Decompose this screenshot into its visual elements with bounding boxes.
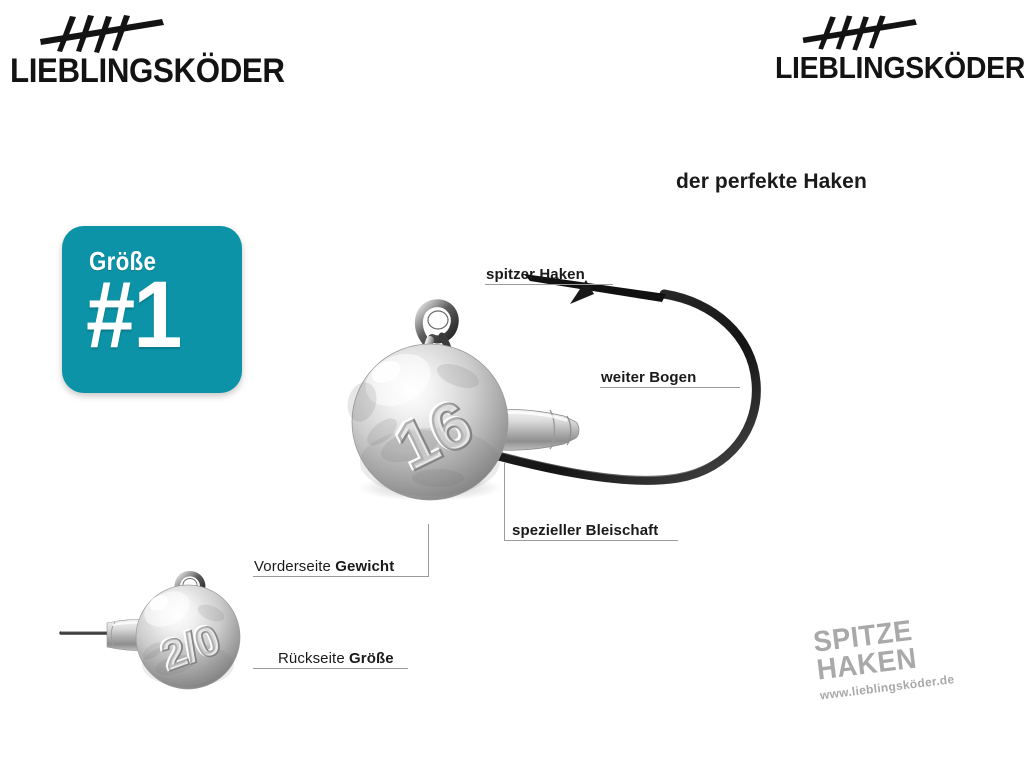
- size-badge-caption: Größe: [89, 246, 157, 276]
- leader-line-horizontal-groesse: [253, 668, 408, 669]
- tally-marks-icon: [802, 15, 917, 51]
- callout-weiter-bogen: weiter Bogen: [601, 369, 697, 386]
- callout-vorderseite-emphasis: Gewicht: [335, 558, 395, 575]
- brand-logo-left: LIEBLINGSKÖDER: [10, 14, 309, 88]
- leader-line-spitzer-haken: [485, 284, 613, 285]
- callout-spitzer-haken: spitzer Haken: [486, 266, 585, 283]
- spitze-haken-stamp: SPITZE HAKEN www.lieblingsköder.de: [812, 614, 955, 703]
- leader-line-vertical-gewicht: [428, 524, 429, 576]
- page-title: der perfekte Haken: [676, 170, 867, 193]
- leader-line-vertical-bleischaft: [504, 463, 505, 541]
- brand-wordmark-right: LIEBLINGSKÖDER: [775, 50, 1024, 85]
- jig-head-back-view-illustration: 2/0 2/0 2/0: [59, 571, 241, 690]
- callout-vorderseite-gewicht: Vorderseite Gewicht: [254, 558, 394, 575]
- leader-line-horizontal-gewicht: [253, 576, 429, 577]
- size-badge: Größe #1: [62, 226, 242, 393]
- product-image-small-jig: 2/0 2/0 2/0: [55, 565, 270, 695]
- size-badge-value: #1: [86, 262, 182, 368]
- leader-line-horizontal-bleischaft: [504, 540, 678, 541]
- tally-marks-icon: [40, 15, 164, 53]
- callout-rueckseite-emphasis: Größe: [349, 650, 394, 667]
- callout-vorderseite-regular: Vorderseite: [254, 558, 336, 575]
- product-image-main-jig: 16 16 16: [318, 250, 818, 540]
- brand-logo-right: LIEBLINGSKÖDER: [775, 14, 1024, 83]
- callout-rueckseite-groesse: Rückseite Größe: [278, 650, 394, 667]
- callout-rueckseite-regular: Rückseite: [278, 650, 350, 667]
- leader-line-weiter-bogen: [600, 387, 740, 388]
- callout-spezieller-bleischaft: spezieller Bleischaft: [512, 522, 659, 539]
- brand-wordmark-left: LIEBLINGSKÖDER: [10, 52, 285, 90]
- jig-head-with-hook-illustration: 16 16 16: [344, 274, 761, 501]
